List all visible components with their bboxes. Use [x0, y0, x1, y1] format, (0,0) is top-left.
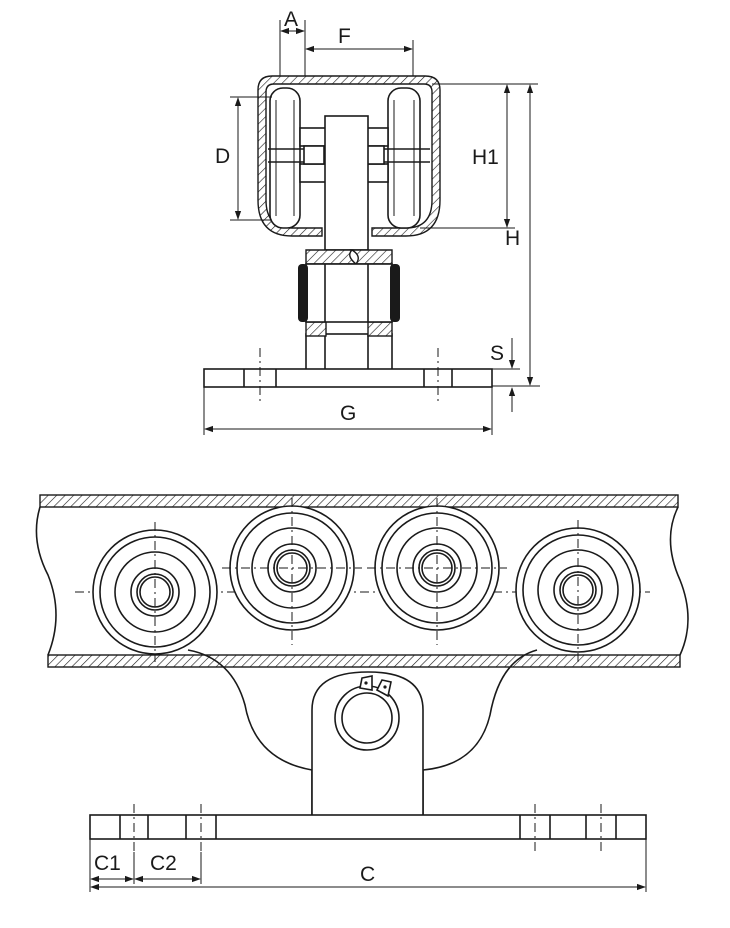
label-D: D	[215, 145, 230, 168]
base-plate-front	[203, 348, 493, 402]
wheel-4	[515, 520, 641, 662]
dimension-H: H	[492, 84, 540, 387]
rubber-ring-left	[298, 264, 308, 322]
dimension-A: A	[279, 8, 306, 76]
label-G: G	[340, 402, 356, 425]
stem	[305, 115, 393, 371]
label-A: A	[284, 8, 298, 31]
wheel-2	[222, 498, 362, 645]
side-view: C1 C2 C	[35, 494, 689, 892]
wheel-3	[367, 498, 507, 645]
label-H1: H1	[472, 146, 499, 169]
label-S: S	[490, 342, 504, 365]
pin-with-circlip	[334, 675, 400, 751]
bracket-body	[187, 649, 313, 815]
dimension-C1: C1	[89, 839, 135, 892]
base-plate-side	[89, 804, 647, 852]
left-wheel-section	[269, 87, 301, 229]
wheel-1	[92, 522, 218, 662]
right-wheel-section	[387, 87, 421, 229]
bushing-section	[298, 249, 400, 337]
label-H: H	[505, 227, 520, 250]
label-F: F	[338, 25, 351, 48]
label-C1: C1	[94, 852, 121, 875]
dimension-S: S	[490, 338, 520, 412]
dimension-F: F	[305, 25, 414, 76]
label-C: C	[360, 863, 375, 886]
rubber-ring-right	[390, 264, 400, 322]
rail-break-left	[35, 506, 57, 656]
dimension-C: C	[90, 839, 647, 892]
label-C2: C2	[150, 852, 177, 875]
front-section-view: A F D H1 H S	[203, 8, 540, 435]
rail-top-flange	[39, 494, 679, 508]
dimension-H1: H1	[420, 83, 538, 229]
rail-break-right	[669, 506, 689, 656]
dimension-C2: C2	[134, 852, 202, 884]
rail-bottom-flange	[47, 654, 681, 668]
dimension-G: G	[203, 387, 493, 435]
dimension-D: D	[215, 96, 272, 221]
